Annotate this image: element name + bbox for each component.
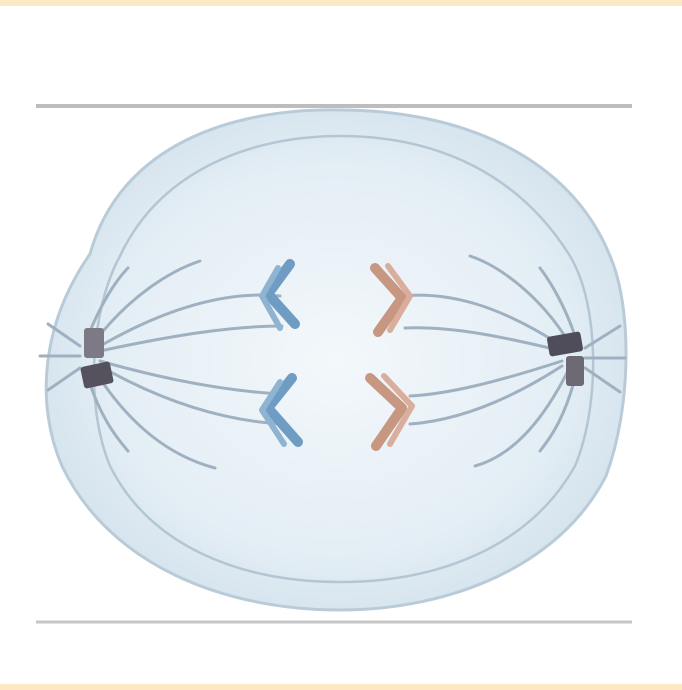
cell-membrane (46, 110, 626, 610)
diagram-frame (0, 6, 682, 684)
mitosis-diagram (0, 6, 682, 684)
